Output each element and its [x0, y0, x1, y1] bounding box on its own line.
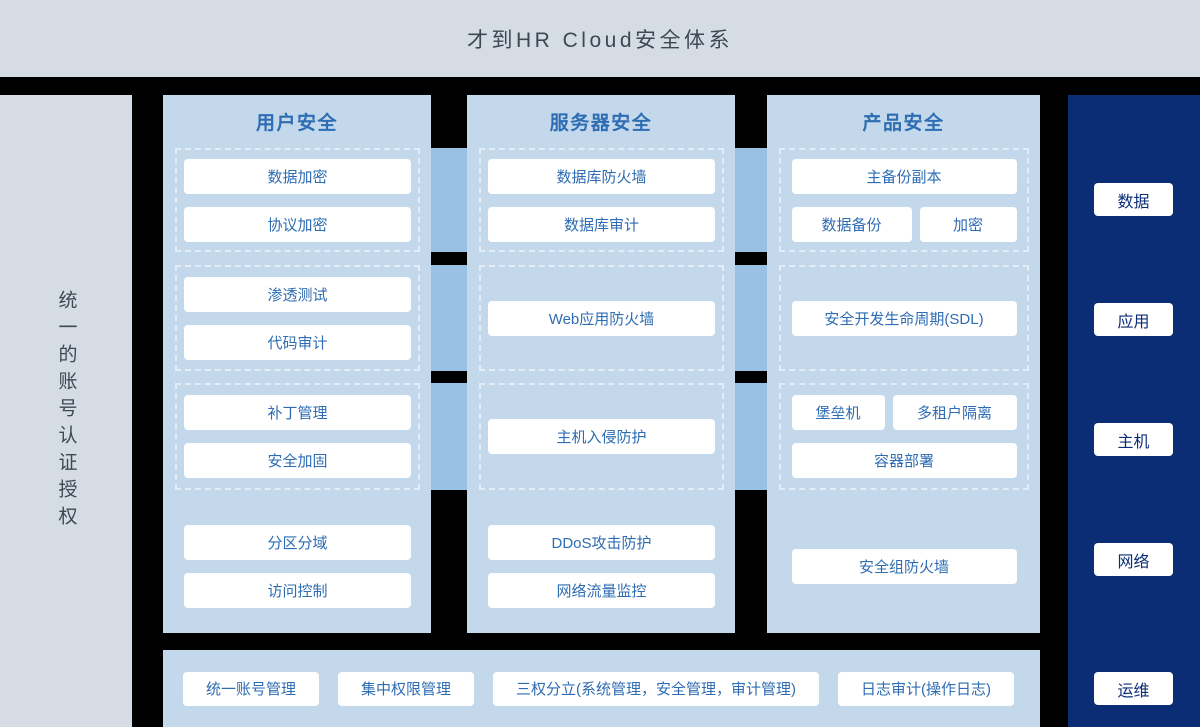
layer-badge-network: 网络 — [1094, 543, 1173, 576]
group-app-layer: 渗透测试 代码审计 — [175, 265, 420, 371]
connector-band — [431, 383, 467, 490]
item-code-audit: 代码审计 — [184, 324, 411, 360]
group-network-layer: 分区分域 访问控制 — [175, 500, 420, 633]
item-db-audit: 数据库审计 — [488, 206, 715, 242]
column-title-server-security: 服务器安全 — [549, 113, 653, 134]
button-row: 数据备份 加密 — [791, 206, 1017, 242]
item-container-deployment: 容器部署 — [791, 443, 1017, 478]
connector-band — [735, 383, 767, 490]
layer-badge-data: 数据 — [1094, 183, 1173, 216]
item-primary-backup-replica: 主备份副本 — [791, 158, 1017, 194]
layer-badge-host: 主机 — [1094, 423, 1173, 456]
group-network-layer: DDoS攻击防护 网络流量监控 — [479, 500, 724, 633]
item-security-hardening: 安全加固 — [184, 443, 411, 478]
group-app-layer: 安全开发生命周期(SDL) — [779, 265, 1029, 371]
item-db-firewall: 数据库防火墙 — [488, 158, 715, 194]
item-centralized-permission-management: 集中权限管理 — [338, 671, 475, 706]
layer-badge-application: 应用 — [1094, 303, 1173, 336]
group-host-layer: 主机入侵防护 — [479, 383, 724, 490]
item-security-group-firewall: 安全组防火墙 — [791, 549, 1017, 584]
item-access-control: 访问控制 — [184, 573, 411, 608]
item-protocol-encryption: 协议加密 — [184, 206, 411, 242]
column-title-user-security: 用户安全 — [255, 113, 338, 134]
column-server-security: 服务器安全 数据库防火墙 数据库审计 Web应用防火墙 主机入侵防护 DDoS攻… — [467, 95, 735, 633]
group-data-layer: 数据库防火墙 数据库审计 — [479, 148, 724, 252]
connector-band — [431, 148, 467, 252]
column-title-product-security: 产品安全 — [862, 113, 945, 134]
connector-band — [431, 265, 467, 371]
operations-bottom-bar: 统一账号管理 集中权限管理 三权分立(系统管理，安全管理，审计管理) 日志审计(… — [163, 650, 1040, 727]
item-sdl: 安全开发生命周期(SDL) — [791, 300, 1017, 336]
item-separation-of-powers: 三权分立(系统管理，安全管理，审计管理) — [493, 671, 820, 706]
item-multi-tenant-isolation: 多租户隔离 — [892, 395, 1017, 430]
group-network-layer: 安全组防火墙 — [779, 500, 1029, 633]
item-data-encryption: 数据加密 — [184, 158, 411, 194]
item-traffic-monitoring: 网络流量监控 — [488, 573, 715, 608]
group-data-layer: 主备份副本 数据备份 加密 — [779, 148, 1029, 252]
item-bastion-host: 堡垒机 — [791, 395, 885, 430]
item-web-app-firewall: Web应用防火墙 — [488, 300, 715, 336]
item-data-backup: 数据备份 — [791, 206, 912, 242]
group-app-layer: Web应用防火墙 — [479, 265, 724, 371]
connector-band — [735, 148, 767, 252]
layer-sidebar: 数据 应用 主机 网络 运维 — [1068, 95, 1200, 727]
unified-auth-sidebar: 统一的账号认证授权 — [0, 95, 132, 727]
item-patch-management: 补丁管理 — [184, 395, 411, 430]
item-encryption: 加密 — [919, 206, 1017, 242]
item-ddos-protection: DDoS攻击防护 — [488, 525, 715, 560]
item-unified-account-management: 统一账号管理 — [183, 671, 320, 706]
unified-auth-label: 统一的账号认证授权 — [55, 289, 77, 533]
group-host-layer: 补丁管理 安全加固 — [175, 383, 420, 490]
page-title: 才到HR Cloud安全体系 — [466, 28, 734, 52]
column-user-security: 用户安全 数据加密 协议加密 渗透测试 代码审计 补丁管理 安全加固 分区分域 … — [163, 95, 431, 633]
item-zoning: 分区分域 — [184, 525, 411, 560]
group-host-layer: 堡垒机 多租户隔离 容器部署 — [779, 383, 1029, 490]
column-product-security: 产品安全 主备份副本 数据备份 加密 安全开发生命周期(SDL) 堡垒机 多租户… — [767, 95, 1040, 633]
connector-band — [735, 265, 767, 371]
button-row: 堡垒机 多租户隔离 — [791, 395, 1017, 430]
item-host-intrusion-protection: 主机入侵防护 — [488, 419, 715, 454]
layer-badge-operations: 运维 — [1094, 672, 1173, 705]
item-penetration-test: 渗透测试 — [184, 276, 411, 312]
item-log-audit: 日志审计(操作日志) — [838, 671, 1015, 706]
group-data-layer: 数据加密 协议加密 — [175, 148, 420, 252]
page-header: 才到HR Cloud安全体系 — [0, 0, 1200, 77]
